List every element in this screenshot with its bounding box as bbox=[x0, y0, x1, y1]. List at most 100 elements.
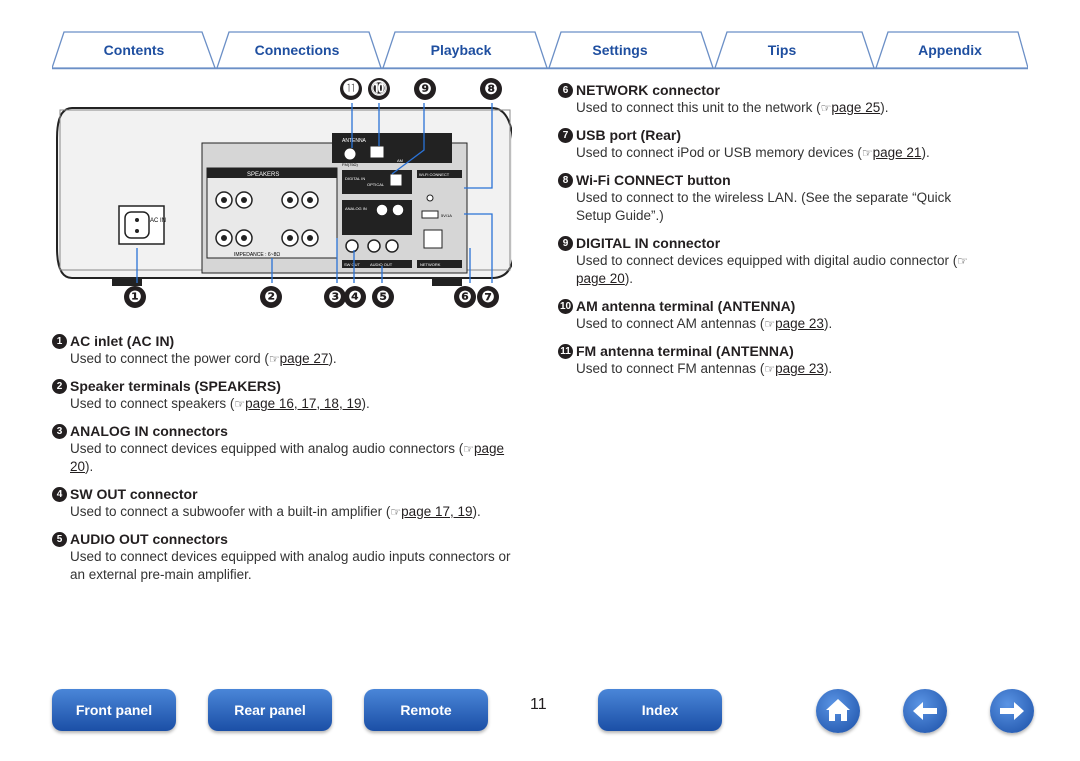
back-arrow-icon bbox=[913, 702, 937, 720]
ac-in-label: AC IN bbox=[150, 218, 166, 224]
item-description: Used to connect devices equipped with di… bbox=[576, 253, 958, 268]
front-panel-button[interactable]: Front panel bbox=[52, 689, 176, 731]
item-number: 4 bbox=[52, 487, 67, 502]
wifi-connect-label: Wi-Fi CONNECT bbox=[419, 172, 450, 177]
item-text: Used to connect FM antennas (☞page 23). bbox=[558, 360, 988, 378]
item-number: 2 bbox=[52, 379, 67, 394]
home-button[interactable] bbox=[816, 689, 860, 733]
callout-6: ❻ bbox=[454, 286, 476, 308]
item-title: SW OUT connector bbox=[70, 486, 198, 502]
item-title: NETWORK connector bbox=[576, 82, 720, 98]
callout-5: ❺ bbox=[372, 286, 394, 308]
item-title: ANALOG IN connectors bbox=[70, 423, 228, 439]
callout-8: ❽ bbox=[480, 78, 502, 100]
page-link[interactable]: page 20 bbox=[70, 441, 505, 474]
item-description: Used to connect devices equipped with an… bbox=[70, 441, 464, 456]
page-link[interactable]: page 20 bbox=[576, 271, 625, 286]
tab-appendix[interactable]: Appendix bbox=[918, 42, 982, 58]
item-text: Used to connect the power cord (☞page 27… bbox=[52, 350, 512, 368]
am-label: AM bbox=[397, 158, 403, 163]
callout-10: ⓾ bbox=[368, 78, 390, 100]
item-description: Used to connect to the wireless LAN. (Se… bbox=[576, 190, 952, 223]
item-number: 1 bbox=[52, 334, 67, 349]
item-title: AC inlet (AC IN) bbox=[70, 333, 175, 349]
page-link[interactable]: page 17, 19 bbox=[401, 504, 473, 519]
item-tail: ). bbox=[921, 145, 930, 160]
forward-arrow-icon bbox=[1000, 702, 1024, 720]
page-link[interactable]: page 23 bbox=[775, 361, 824, 376]
page-reference-icon: ☞ bbox=[764, 362, 776, 376]
item-tail: ). bbox=[328, 351, 337, 366]
item-text: Used to connect a subwoofer with a built… bbox=[52, 503, 512, 521]
forward-button[interactable] bbox=[990, 689, 1034, 733]
rear-panel-illustration: AC IN SPEAKERS IMPEDANCE : 6~8Ω ANTENNA … bbox=[56, 103, 515, 286]
item-number: 5 bbox=[52, 532, 67, 547]
page-reference-icon: ☞ bbox=[820, 101, 832, 115]
rear-panel-button[interactable]: Rear panel bbox=[208, 689, 332, 731]
tab-contents[interactable]: Contents bbox=[103, 42, 165, 58]
item-tail: ). bbox=[85, 459, 94, 474]
item-text: Used to connect this unit to the network… bbox=[558, 99, 988, 117]
tab-tips[interactable]: Tips bbox=[767, 42, 797, 58]
antenna-label: ANTENNA bbox=[342, 138, 367, 144]
page-reference-icon: ☞ bbox=[390, 505, 402, 519]
fm-label: FM(75Ω) bbox=[342, 162, 359, 167]
page-link[interactable]: page 21 bbox=[872, 145, 922, 160]
back-button[interactable] bbox=[903, 689, 947, 733]
usb-label: 5V/1A bbox=[441, 213, 452, 218]
page-number: 11 bbox=[530, 696, 547, 713]
item-tail: ). bbox=[823, 361, 833, 376]
index-button[interactable]: Index bbox=[598, 689, 722, 731]
page-link[interactable]: page 23 bbox=[775, 316, 824, 331]
item-title: DIGITAL IN connector bbox=[576, 235, 721, 251]
item-tail: ). bbox=[361, 396, 370, 411]
item-number: 7 bbox=[558, 128, 573, 143]
tab-bar-outline bbox=[52, 31, 1028, 70]
tab-playback[interactable]: Playback bbox=[430, 42, 492, 58]
item-text: Used to connect devices equipped with an… bbox=[52, 440, 512, 476]
item-description: Used to connect iPod or USB memory devic… bbox=[576, 145, 862, 160]
item-title: FM antenna terminal (ANTENNA) bbox=[576, 343, 794, 359]
tab-settings[interactable]: Settings bbox=[592, 42, 648, 58]
home-icon bbox=[826, 699, 850, 721]
tab-bar: Contents Connections Playback Settings T… bbox=[52, 30, 1028, 70]
network-label: NETWORK bbox=[420, 262, 441, 267]
callout-1: ❶ bbox=[124, 286, 146, 308]
item-title: AUDIO OUT connectors bbox=[70, 531, 228, 547]
analog-in-label: ANALOG IN bbox=[345, 206, 367, 211]
audio-out-label: AUDIO OUT bbox=[370, 262, 393, 267]
remote-button[interactable]: Remote bbox=[364, 689, 488, 731]
item-number: 6 bbox=[558, 83, 573, 98]
item-description: Used to connect AM antennas ( bbox=[576, 316, 765, 331]
item-text: Used to connect devices equipped with di… bbox=[558, 252, 988, 288]
page-link[interactable]: page 16, 17, 18, 19 bbox=[245, 396, 362, 411]
item-text: Used to connect to the wireless LAN. (Se… bbox=[558, 189, 988, 225]
impedance-label: IMPEDANCE : 6~8Ω bbox=[234, 252, 280, 258]
item-title: Speaker terminals (SPEAKERS) bbox=[70, 378, 281, 394]
optical-label: OPTICAL bbox=[367, 182, 385, 187]
tab-connections[interactable]: Connections bbox=[254, 42, 340, 58]
speakers-label: SPEAKERS bbox=[247, 172, 279, 178]
item-number: 8 bbox=[558, 173, 573, 188]
item-number: 9 bbox=[558, 236, 573, 251]
page-reference-icon: ☞ bbox=[957, 254, 969, 268]
page-link[interactable]: page 27 bbox=[279, 351, 329, 366]
page-reference-icon: ☞ bbox=[234, 397, 246, 411]
callout-9: ❾ bbox=[414, 78, 436, 100]
callout-3: ❸ bbox=[324, 286, 346, 308]
page-link[interactable]: page 25 bbox=[831, 100, 881, 115]
page-reference-icon: ☞ bbox=[861, 146, 873, 160]
item-description: Used to connect devices equipped with an… bbox=[70, 549, 511, 582]
